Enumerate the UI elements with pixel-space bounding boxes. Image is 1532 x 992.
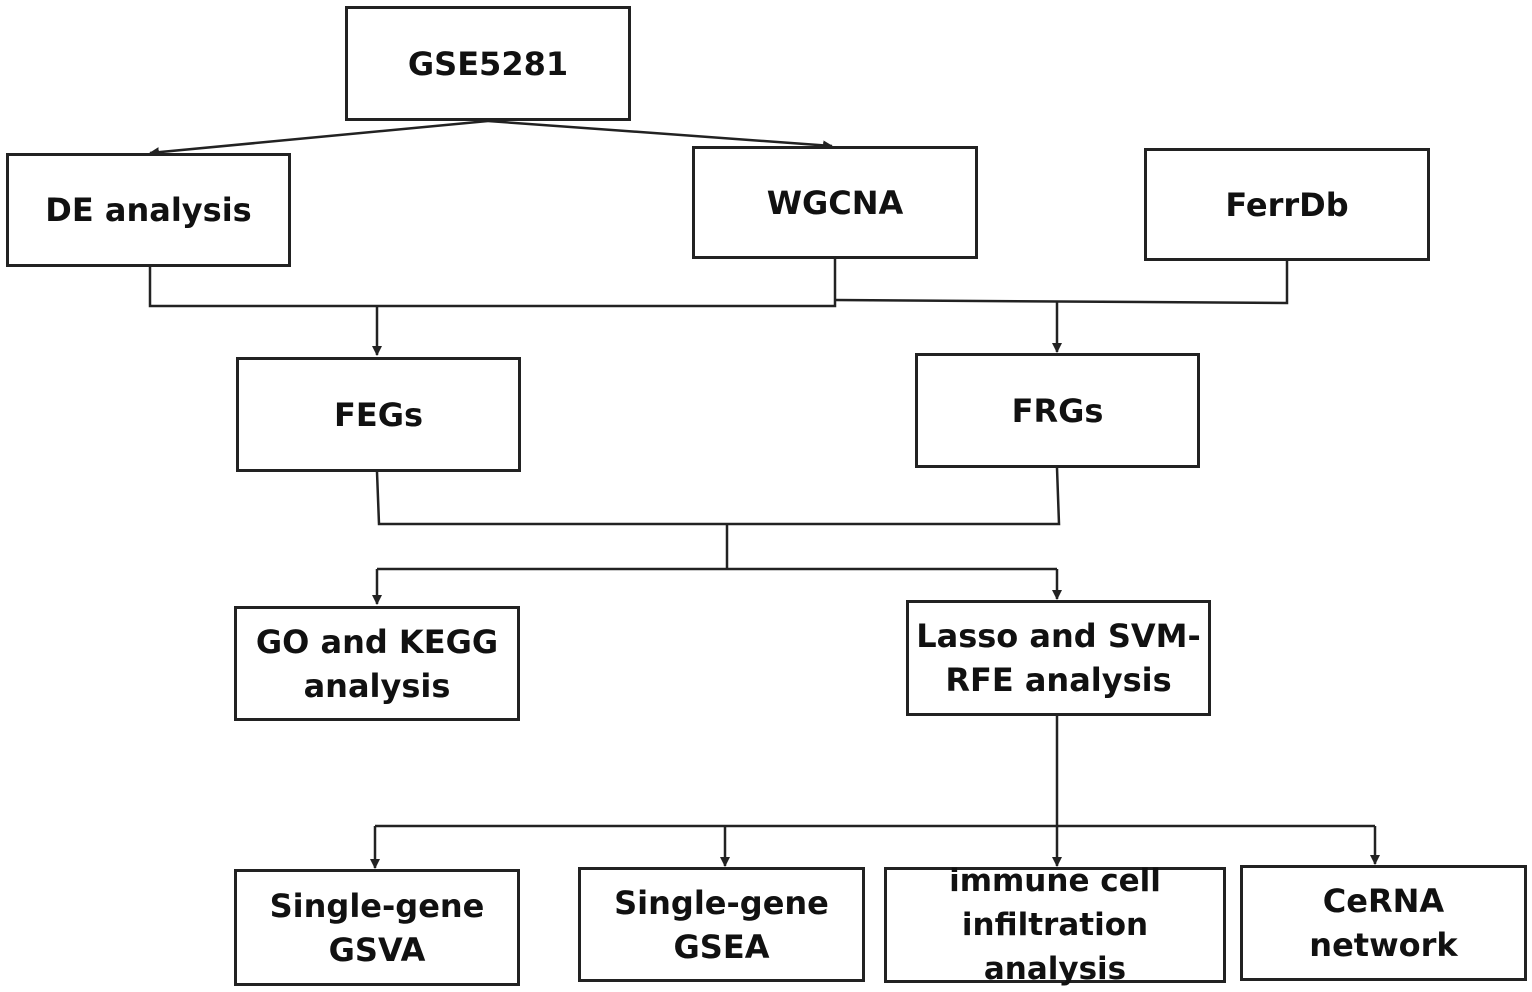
connector-wgcna-ferrdb (834, 260, 1289, 305)
node-wgcna: WGCNA (692, 146, 978, 259)
node-gse5281-label: GSE5281 (407, 44, 569, 83)
node-go-kegg: GO and KEGG analysis (234, 606, 520, 721)
node-de-analysis: DE analysis (6, 153, 291, 267)
node-cerna-network-label: CeRNA network (1309, 882, 1458, 964)
node-immune-cell-infiltration: immune cell infiltration analysis (884, 863, 1226, 987)
node-go-kegg-label: GO and KEGG analysis (255, 622, 499, 705)
node-wgcna-label: WGCNA (766, 183, 904, 222)
node-single-gene-gsva-label: Single-gene GSVA (269, 886, 485, 969)
arrow-gse-to-de (149, 119, 489, 158)
node-fegs-label: FEGs (333, 395, 424, 434)
node-single-gene-gsea-label: Single-gene GSEA (614, 883, 829, 966)
node-ferrdb-label: FerrDb (1225, 185, 1349, 224)
node-cerna-network: CeRNA network (1240, 865, 1527, 981)
node-immune-cell-infiltration-label: immune cell infiltration analysis (949, 863, 1161, 987)
connector-de-wgcna (148, 258, 837, 308)
node-fegs: FEGs (236, 357, 521, 472)
node-gse5281: GSE5281 (345, 6, 631, 121)
node-lasso-svm-label: Lasso and SVM- RFE analysis (916, 617, 1201, 699)
node-lasso-svm: Lasso and SVM- RFE analysis (906, 600, 1211, 716)
node-single-gene-gsea: Single-gene GSEA (578, 867, 865, 982)
node-ferrdb: FerrDb (1144, 148, 1430, 261)
node-single-gene-gsva: Single-gene GSVA (234, 869, 520, 986)
node-de-analysis-label: DE analysis (45, 191, 252, 229)
node-frgs: FRGs (915, 353, 1200, 468)
arrow-gse-to-wgcna (487, 119, 833, 151)
connector-fegs-frgs (375, 467, 1061, 526)
node-frgs-label: FRGs (1011, 391, 1104, 430)
